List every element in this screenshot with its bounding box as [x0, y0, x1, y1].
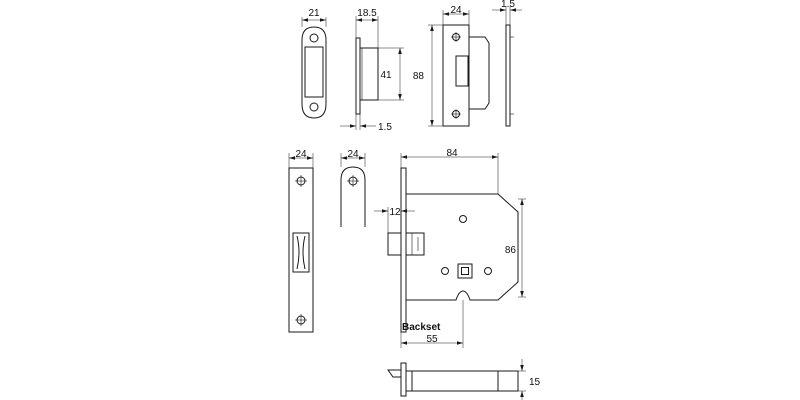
backset-label: Backset	[402, 322, 441, 333]
keep-height-label: 41	[380, 70, 392, 81]
forend-alt-width-label: 24	[347, 149, 359, 160]
striker-depth-label: 18.5	[357, 8, 377, 19]
latch-plate-width-label: 24	[450, 5, 462, 16]
lock-depth-label: 84	[446, 148, 458, 159]
striker-plate-front-view: 21	[301, 8, 327, 119]
bolt-throw-label: 12	[389, 207, 401, 218]
backset-value-label: 55	[426, 334, 438, 345]
latch-plate-height-label: 88	[413, 71, 425, 82]
bolt-thickness-label: 15	[529, 377, 541, 388]
forend-width-label: 24	[295, 149, 307, 160]
striker-keep-side-view: 18.5 41 1.5	[340, 8, 404, 133]
strike-plate-view: 24 1.5 88	[413, 0, 522, 127]
striker-width-label: 21	[308, 8, 320, 19]
bolt-side-view: 15	[387, 359, 541, 400]
latch-plate-thickness-label: 1.5	[501, 0, 515, 10]
lock-height-label: 86	[505, 245, 517, 256]
lock-case-view: 84 12 86 Backset 55	[374, 148, 526, 348]
forend-end-view: 24	[340, 149, 366, 227]
forend-plate-view: 24	[288, 149, 314, 333]
keep-thickness-label: 1.5	[378, 122, 392, 133]
